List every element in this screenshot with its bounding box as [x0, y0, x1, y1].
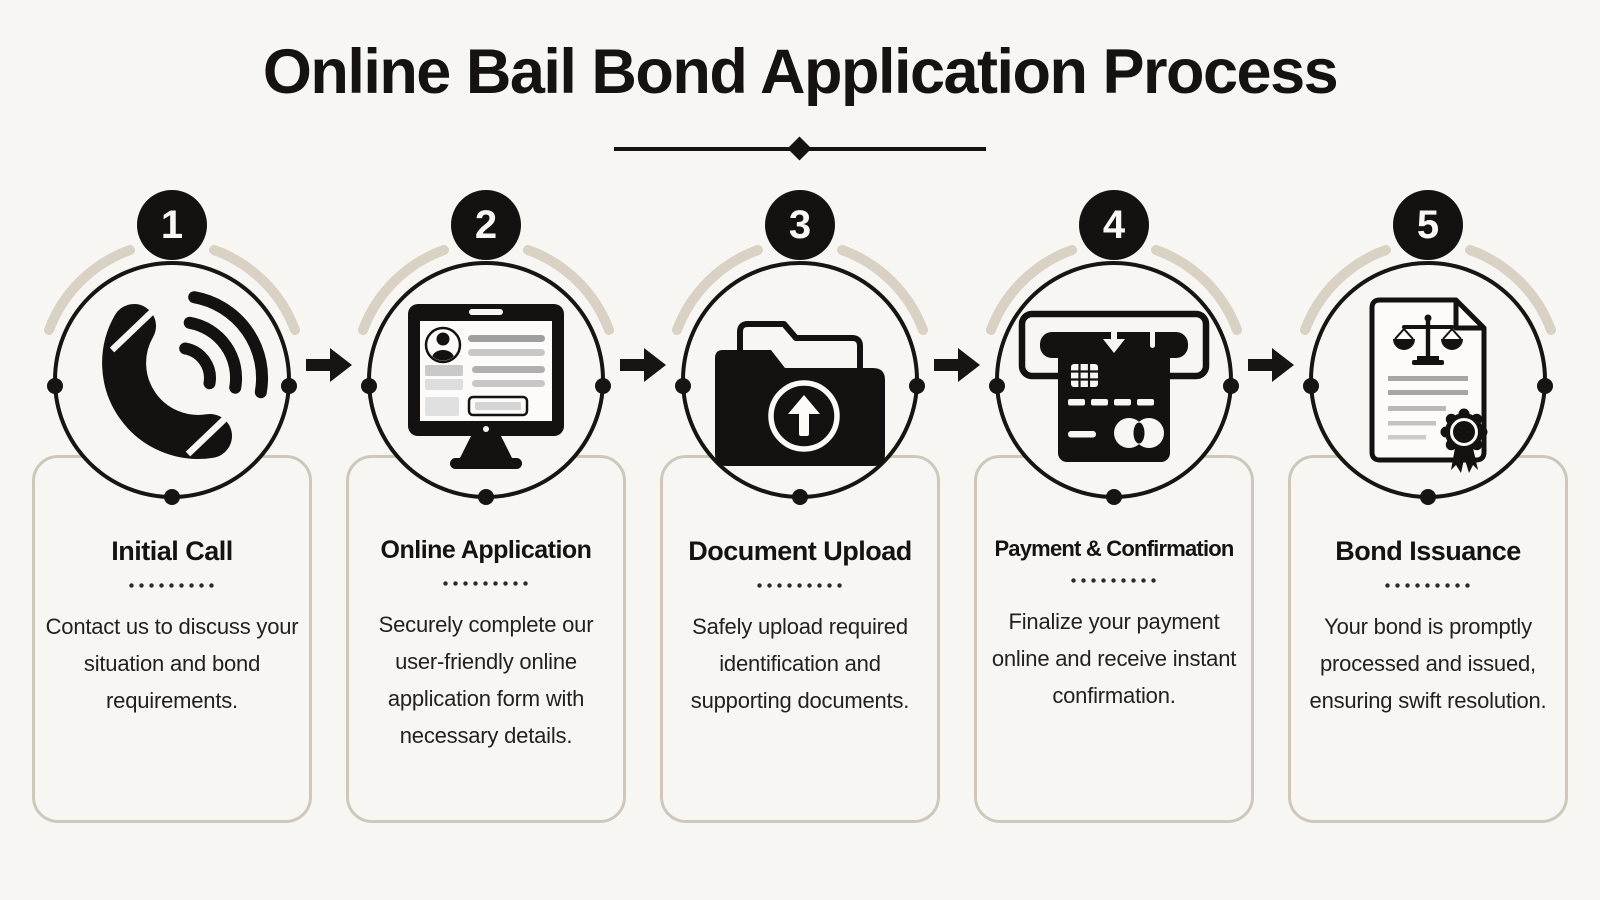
flow-arrow-icon [620, 348, 666, 382]
step-description: Safely upload required identification an… [690, 614, 910, 713]
card-payment-icon [1018, 310, 1210, 462]
dotted-divider [757, 583, 843, 588]
folder-upload-icon [715, 321, 885, 466]
phone-icon [102, 291, 269, 459]
step-number-badge: 1 [137, 190, 207, 260]
step-number-badge: 3 [765, 190, 835, 260]
step-card: Bond Issuance Your bond is promptly proc… [1288, 455, 1568, 823]
step-circle [1300, 245, 1556, 505]
dotted-divider [1071, 578, 1157, 583]
page-title: Online Bail Bond Application Process [262, 37, 1339, 107]
step-circle [672, 245, 928, 505]
step-3: Document Upload Safely upload required i… [650, 0, 950, 900]
step-description: Your bond is promptly processed and issu… [1309, 614, 1547, 713]
step-number: 3 [788, 202, 812, 247]
step-card: Initial Call Contact us to discuss your … [32, 455, 312, 823]
step-5: Bond Issuance Your bond is promptly proc… [1278, 0, 1578, 900]
computer-form-icon [408, 304, 564, 469]
step-description: Contact us to discuss your situation and… [45, 614, 299, 713]
dotted-divider [129, 583, 215, 588]
step-number: 4 [1102, 202, 1126, 247]
step-number-badge: 2 [451, 190, 521, 260]
step-number: 5 [1416, 202, 1440, 247]
step-number-badge: 4 [1079, 190, 1149, 260]
step-number: 2 [474, 202, 498, 247]
step-2: Online Application Securely complete our… [336, 0, 636, 900]
step-title: Initial Call [111, 536, 233, 566]
bond-certificate-icon [1369, 297, 1488, 473]
flow-arrow-icon [306, 348, 352, 382]
dotted-divider [443, 581, 529, 586]
step-4: Payment & Confirmation Finalize your pay… [964, 0, 1264, 900]
flow-arrow-icon [1248, 348, 1294, 382]
step-circle [358, 245, 614, 505]
step-card: Document Upload Safely upload required i… [660, 455, 940, 823]
step-title: Payment & Confirmation [994, 536, 1234, 561]
step-title: Document Upload [688, 536, 912, 566]
dotted-divider [1385, 583, 1471, 588]
step-description: Securely complete our user-friendly onli… [378, 612, 594, 748]
step-1: Initial Call Contact us to discuss your … [22, 0, 322, 900]
step-number-badge: 5 [1393, 190, 1463, 260]
step-number: 1 [160, 202, 184, 247]
step-description: Finalize your payment online and receive… [991, 609, 1237, 708]
step-circle [44, 245, 300, 505]
step-title: Bond Issuance [1335, 536, 1521, 566]
step-circle [986, 245, 1242, 505]
flow-arrow-icon [934, 348, 980, 382]
step-card: Payment & Confirmation Finalize your pay… [974, 455, 1254, 823]
step-title: Online Application [380, 536, 592, 564]
